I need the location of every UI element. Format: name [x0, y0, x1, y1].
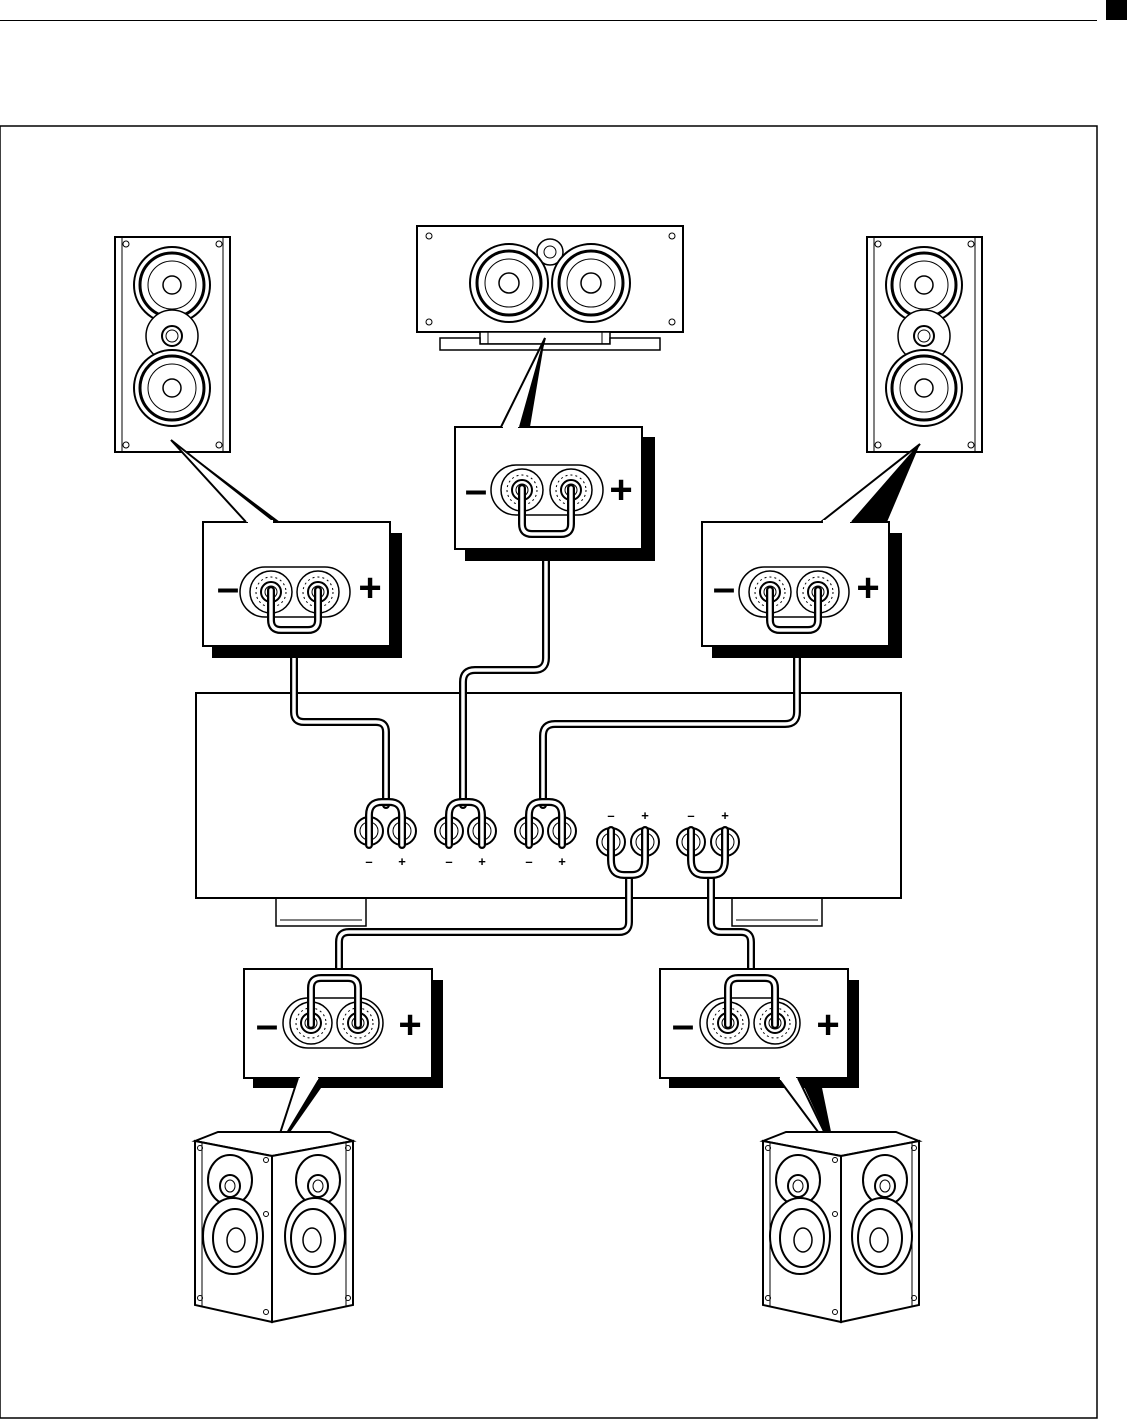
panel-minus-sign: –: [713, 566, 735, 610]
woofer-icon: [552, 244, 630, 322]
terminal-plus-label: +: [478, 854, 486, 869]
terminal-plus-label: +: [558, 854, 566, 869]
terminal-plus-label: +: [721, 808, 729, 823]
terminal-callout-surround-right: – +: [660, 969, 859, 1156]
terminal-minus-label: –: [687, 808, 694, 823]
speaker-front-left: [115, 237, 230, 452]
speaker-surround-right: [763, 1132, 919, 1322]
panel-plus-sign: +: [358, 566, 381, 610]
panel-plus-sign: +: [816, 1003, 839, 1047]
terminal-callout-front-left: – +: [171, 440, 402, 658]
terminal-minus-label: –: [607, 808, 614, 823]
panel-minus-sign: –: [217, 566, 239, 610]
panel-plus-sign: +: [398, 1003, 421, 1047]
woofer-icon: [134, 350, 210, 426]
terminal-minus-label: –: [365, 854, 372, 869]
panel-minus-sign: –: [465, 468, 487, 512]
terminal-plus-label: +: [398, 854, 406, 869]
speaker-center: [417, 226, 683, 350]
panel-plus-sign: +: [609, 468, 632, 512]
speaker-surround-left: [195, 1132, 353, 1322]
panel-minus-sign: –: [672, 1003, 694, 1047]
panel-minus-sign: –: [256, 1003, 278, 1047]
woofer-icon: [470, 244, 548, 322]
terminal-plus-label: +: [641, 808, 649, 823]
speaker-front-right: [867, 237, 982, 452]
terminal-minus-label: –: [525, 854, 532, 869]
panel-plus-sign: +: [856, 566, 879, 610]
terminal-minus-label: –: [445, 854, 452, 869]
terminal-callout-surround-left: – +: [244, 969, 443, 1158]
terminal-callout-center: – +: [455, 338, 655, 561]
woofer-icon: [886, 350, 962, 426]
terminal-callout-front-right: – +: [702, 444, 920, 658]
